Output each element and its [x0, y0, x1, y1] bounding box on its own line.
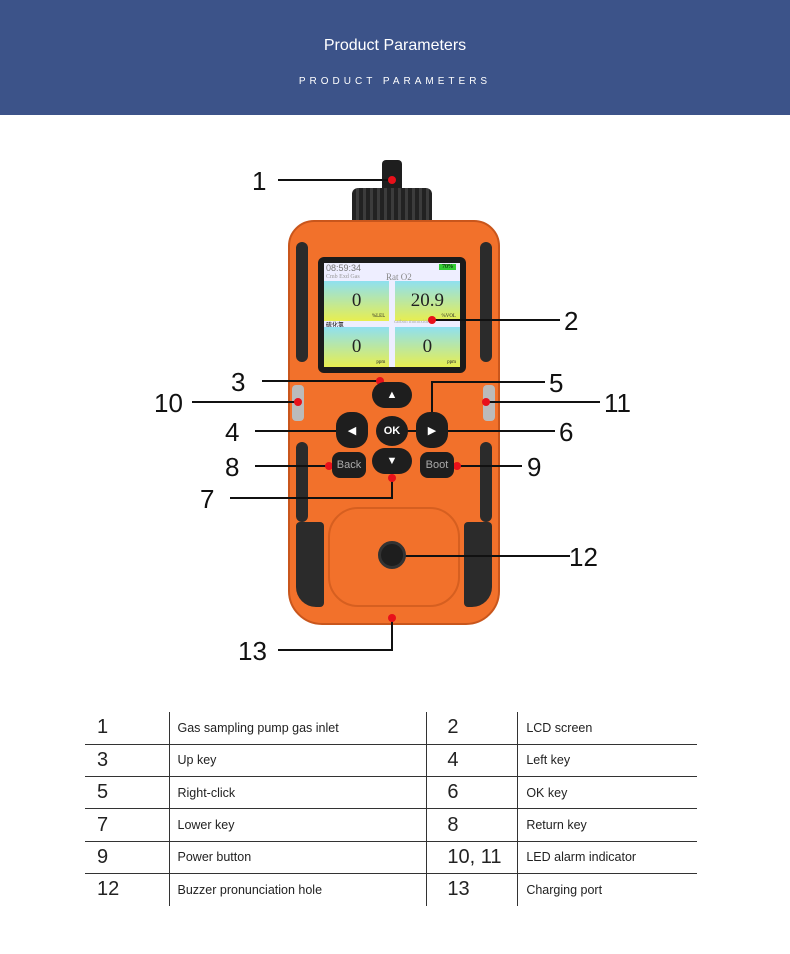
part-number: 9 — [85, 841, 169, 874]
page-subtitle: PRODUCT PARAMETERS — [298, 76, 492, 87]
part-number: 5 — [85, 776, 169, 810]
part-description: Right-click — [168, 776, 427, 810]
part-description: Left key — [517, 744, 697, 778]
gas2-value: 20.9 — [410, 289, 444, 311]
ok-key[interactable]: OK — [376, 416, 408, 446]
part-number: 6 — [426, 776, 518, 810]
part-number: 1 — [85, 712, 169, 745]
gas3-label: 硫化氢 — [326, 323, 345, 329]
gas2-cell: 20.9 %VOL — [394, 281, 460, 321]
part-description: Gas sampling pump gas inlet — [168, 712, 427, 745]
gas1-label: Cmb Exd Gas — [326, 274, 360, 280]
part-number: 8 — [426, 808, 518, 842]
part-number: 2 — [426, 712, 518, 745]
lcd-screen: 08:59:34 70% Cmb Exd Gas Rat O2 0 %LEL 20… — [318, 257, 466, 373]
gas1-cell: 0 %LEL — [324, 281, 390, 321]
gas2-label: Rat O2 — [386, 272, 412, 282]
part-description: LCD screen — [517, 712, 697, 745]
part-number: 4 — [426, 744, 518, 778]
callout-1: 1 — [252, 166, 267, 196]
gas-inlet-nozzle — [382, 160, 402, 190]
part-description: Return key — [517, 808, 697, 842]
part-description: Charging port — [517, 873, 697, 906]
callout-9: 9 — [527, 452, 542, 482]
part-number: 3 — [85, 744, 169, 778]
gas3-unit: ppm — [376, 360, 386, 365]
up-key[interactable]: ▲ — [372, 382, 412, 408]
callout-5: 5 — [549, 368, 564, 398]
gas3-value: 0 — [351, 336, 362, 358]
callout-4: 4 — [225, 417, 240, 447]
gas4-cell: 0 ppm — [394, 327, 460, 367]
callout-11: 11 — [604, 388, 631, 418]
callout-10: 10 — [154, 388, 183, 418]
pump-cap — [352, 188, 432, 224]
screen-time: 08:59:34 — [326, 263, 362, 273]
callout-6: 6 — [559, 417, 574, 447]
part-number: 12 — [97, 878, 120, 901]
down-key[interactable]: ▼ — [372, 448, 412, 474]
part-number: 13 — [426, 873, 518, 906]
header-banner: Product Parameters PRODUCT PARAMETERS — [0, 0, 790, 115]
battery-indicator: 70% — [439, 264, 456, 270]
gas1-unit: %LEL — [371, 313, 386, 319]
callout-7: 7 — [200, 484, 215, 514]
gas4-unit: ppm — [447, 360, 456, 365]
part-description: LED alarm indicator — [517, 841, 697, 874]
callout-8: 8 — [225, 452, 240, 482]
callout-13: 13 — [238, 636, 267, 666]
gas4-label: carbon monoxide — [394, 320, 429, 325]
back-key[interactable]: Back — [332, 452, 366, 478]
gas1-value: 0 — [351, 289, 362, 311]
left-key[interactable]: ◀ — [336, 412, 368, 448]
gas2-unit: %VOL — [441, 313, 456, 319]
gas4-value: 0 — [422, 336, 433, 358]
callout-2: 2 — [564, 306, 579, 336]
right-key[interactable]: ▶ — [416, 412, 448, 448]
callout-3: 3 — [231, 367, 246, 397]
part-number: 10, 11 — [426, 841, 518, 874]
page-title: Product Parameters — [323, 37, 467, 54]
part-description: Buzzer pronunciation hole — [168, 873, 427, 906]
callout-12: 12 — [569, 542, 598, 572]
gas3-cell: 0 ppm — [324, 327, 390, 367]
buzzer-hole — [378, 541, 406, 569]
part-description: Up key — [168, 744, 427, 778]
part-description: Power button — [168, 841, 427, 874]
part-description: Lower key — [168, 808, 427, 842]
part-number: 7 — [85, 808, 169, 842]
part-description: OK key — [517, 776, 697, 810]
boot-key[interactable]: Boot — [420, 452, 454, 478]
